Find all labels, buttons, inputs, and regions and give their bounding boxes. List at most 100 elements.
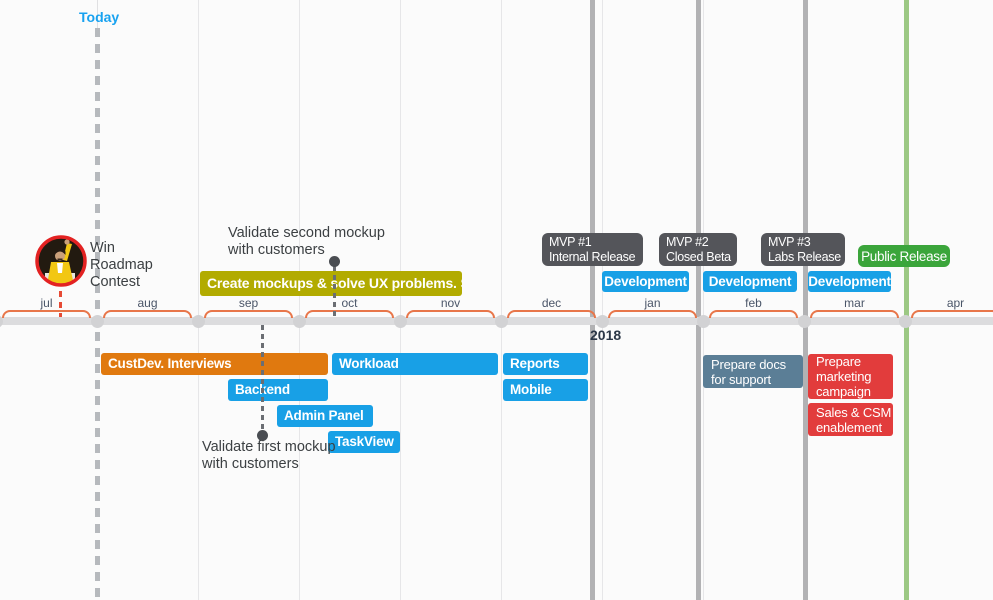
month-bracket — [406, 310, 495, 318]
month-bracket — [103, 310, 192, 318]
gridline-month — [298, 0, 300, 600]
annotation-text-line: with customers — [202, 456, 299, 472]
bar-development-feb[interactable]: Development — [703, 271, 797, 292]
bar-label: Closed Beta — [666, 249, 731, 264]
gridline-milestone — [589, 0, 595, 600]
bar-label: marketing — [816, 369, 872, 384]
month-dot — [494, 315, 508, 328]
avatar[interactable] — [33, 233, 89, 289]
month-dot — [595, 315, 609, 328]
month-bracket — [608, 310, 697, 318]
month-bracket — [911, 310, 993, 318]
annotation-text-line: with customers — [228, 242, 325, 258]
bar-label: Internal Release — [549, 249, 636, 264]
bar-backend[interactable]: Backend — [228, 379, 328, 401]
bar-label: Prepare — [816, 354, 861, 369]
annotation-connector-line — [332, 266, 336, 317]
bar-label: Public Release — [861, 248, 947, 264]
month-dot — [797, 315, 811, 328]
bar-label: Sales & CSM — [816, 404, 892, 420]
bar-label: Workload — [339, 356, 399, 372]
month-bracket — [810, 310, 899, 318]
month-dot — [292, 315, 306, 328]
month-dot — [393, 315, 407, 328]
annotation-dot[interactable] — [256, 429, 268, 441]
month-bracket — [204, 310, 293, 318]
annotation-dot[interactable] — [328, 255, 340, 267]
bar-label: for support — [711, 371, 771, 387]
bar-custdev-interviews[interactable]: CustDev. Interviews — [101, 353, 328, 375]
month-label: feb — [745, 296, 762, 310]
today-line-top — [96, 0, 98, 28]
gridline-milestone — [695, 0, 701, 600]
month-dot — [191, 315, 205, 328]
month-label: mar — [844, 296, 865, 310]
month-label: sep — [238, 296, 259, 310]
bar-label: MVP #1 — [549, 234, 592, 249]
contest-text-line: Win — [90, 240, 115, 256]
month-bracket — [305, 310, 394, 318]
milestone-public-release[interactable]: Public Release — [858, 245, 950, 267]
bar-development-jan[interactable]: Development — [602, 271, 689, 292]
bar-label: MVP #3 — [768, 234, 811, 249]
bar-label: campaign — [816, 384, 871, 399]
bar-label: Development — [604, 273, 687, 289]
annotation-connector-line — [260, 325, 264, 430]
month-bracket — [507, 310, 596, 318]
month-label: apr — [946, 296, 965, 310]
bar-label: enablement — [816, 419, 882, 435]
month-label: jul — [40, 296, 53, 310]
freddie-avatar-image — [35, 235, 87, 287]
bar-label: TaskView — [335, 434, 394, 450]
bar-reports[interactable]: Reports — [503, 353, 588, 375]
year-label: 2018 — [590, 327, 622, 343]
gridline-month — [197, 0, 199, 600]
bar-label: Prepare docs — [711, 356, 786, 372]
gridline-month — [399, 0, 401, 600]
month-dot — [696, 315, 710, 328]
month-label: aug — [137, 296, 158, 310]
gridline-month — [702, 0, 704, 600]
gridline-release-green — [903, 0, 909, 600]
bar-create-mockups[interactable]: Create mockups & solve UX problems. Sync… — [200, 271, 462, 296]
month-label: nov — [440, 296, 461, 310]
bar-label: Mobile — [510, 382, 552, 398]
today-label: Today — [79, 9, 120, 25]
month-label: oct — [341, 296, 358, 310]
bar-label: MVP #2 — [666, 234, 709, 249]
bar-workload[interactable]: Workload — [332, 353, 498, 375]
month-bracket — [709, 310, 798, 318]
contest-text-line: Contest — [90, 274, 140, 290]
bar-development-mar[interactable]: Development — [808, 271, 891, 292]
month-dot — [898, 315, 912, 328]
month-dot — [90, 315, 104, 328]
bar-admin-panel[interactable]: Admin Panel — [277, 405, 373, 427]
month-label: dec — [541, 296, 562, 310]
bar-label: Reports — [510, 356, 560, 372]
contest-marker-line — [58, 291, 62, 317]
bar-taskview[interactable]: TaskView — [328, 431, 400, 453]
bar-label: CustDev. Interviews — [108, 356, 232, 372]
month-bracket — [2, 310, 91, 318]
month-label: jan — [644, 296, 661, 310]
contest-text-line: Roadmap — [90, 257, 153, 273]
gridline-month — [601, 0, 603, 600]
annotation-text-line: Validate first mockup — [202, 439, 336, 455]
bar-label: Labs Release — [768, 249, 841, 264]
annotation-text-line: Validate second mockup — [228, 225, 385, 241]
bar-label: Admin Panel — [284, 408, 364, 424]
bar-mobile[interactable]: Mobile — [503, 379, 588, 401]
gridline-milestone — [802, 0, 808, 600]
gridline-month — [500, 0, 502, 600]
today-line[interactable] — [94, 28, 100, 600]
